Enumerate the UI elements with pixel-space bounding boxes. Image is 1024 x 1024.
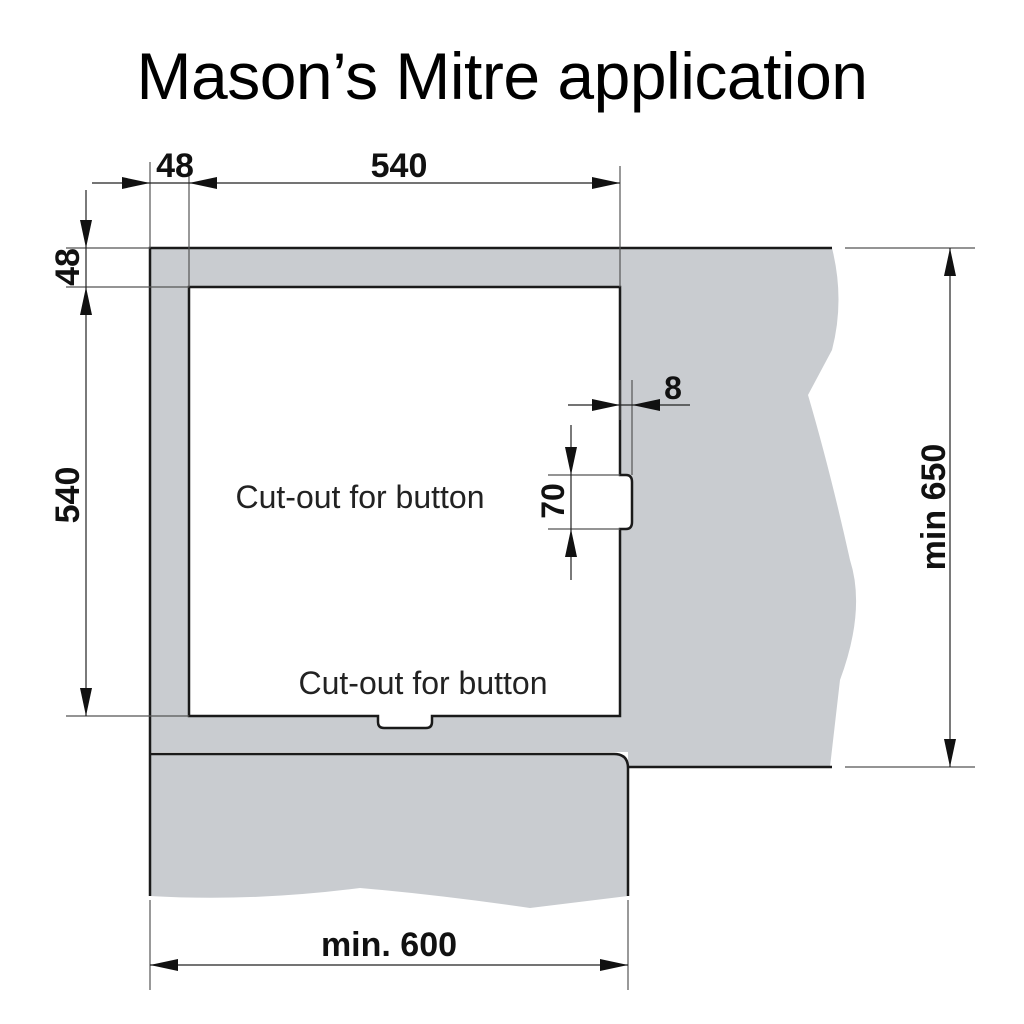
label-cutout-bottom: Cut-out for button xyxy=(298,665,547,701)
dimension-lines xyxy=(85,182,951,966)
dim-side-top-margin: 48 xyxy=(49,248,87,286)
sink-cutout xyxy=(187,285,634,730)
dim-button-cutout-height: 70 xyxy=(535,483,571,519)
dim-top-left-margin: 48 xyxy=(156,147,194,185)
arrowheads xyxy=(80,177,956,971)
dim-lower-width: min. 600 xyxy=(321,926,457,964)
dim-worktop-depth: min 650 xyxy=(915,444,953,571)
dim-side-height: 540 xyxy=(49,467,87,524)
extension-lines xyxy=(66,162,975,990)
dim-top-width: 540 xyxy=(371,147,428,185)
dim-edge-offset: 8 xyxy=(664,370,682,406)
worktop-lower xyxy=(150,754,628,908)
mitre-joint-line xyxy=(150,752,630,896)
diagram-title: Mason’s Mitre application xyxy=(136,39,868,113)
label-cutout-side: Cut-out for button xyxy=(235,479,484,515)
